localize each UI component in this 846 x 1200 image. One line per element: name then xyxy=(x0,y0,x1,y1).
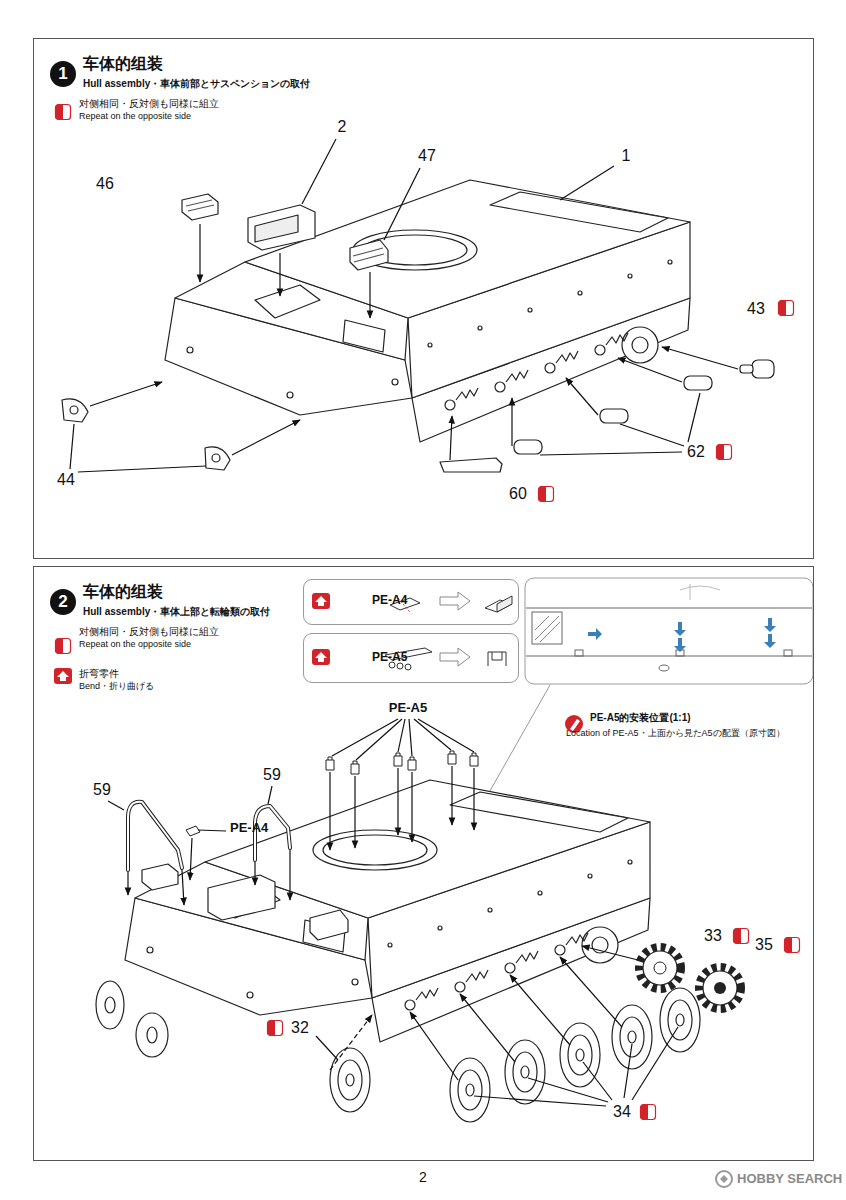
photo-etch-box: PE-A5 xyxy=(303,633,519,683)
callout-number: 34 xyxy=(613,1103,631,1121)
callout-number: 46 xyxy=(96,175,114,193)
photo-etch-box: PE-A4 xyxy=(303,579,519,625)
note-text: Bend・折り曲げる xyxy=(79,682,154,692)
note-text: Repeat on the opposite side xyxy=(79,112,191,122)
page-number: 2 xyxy=(419,1170,427,1185)
step-panel: 2 车体的组装 Hull assembly・車体上部と転輪類の取付对侧相同・反対側も… xyxy=(33,566,814,1161)
callout-number: 59 xyxy=(263,766,281,784)
note-text: 对侧相同・反対側も同様に組立 xyxy=(79,98,219,109)
callout-number: 47 xyxy=(418,147,436,165)
callout-number: 2 xyxy=(338,118,347,136)
callout-number: 60 xyxy=(509,485,527,503)
callout-number: 43 xyxy=(747,300,765,318)
step-number: 2 xyxy=(50,589,76,615)
part-label: PE-A5 xyxy=(389,701,427,715)
step-title: 车体的组装 xyxy=(83,55,163,73)
callout-number: 59 xyxy=(93,781,111,799)
step-title: 车体的组装 xyxy=(83,583,163,601)
step-panel: 1 车体的组装 Hull assembly・車体前部とサスペンションの取付对侧相同・… xyxy=(33,38,814,559)
part-label: PE-A4 xyxy=(372,594,407,607)
note-text: 对侧相同・反対側も同様に組立 xyxy=(79,626,219,637)
callout-number: 1 xyxy=(622,147,631,165)
callout-number: 44 xyxy=(57,471,75,489)
step-number: 1 xyxy=(50,61,76,87)
note-text: 折弯零件 xyxy=(79,668,119,679)
watermark: HOBBY SEARCH xyxy=(737,1172,842,1186)
step-subtitle: Hull assembly・車体前部とサスペンションの取付 xyxy=(83,78,310,89)
callout-number: 62 xyxy=(687,443,705,461)
callout-number: 35 xyxy=(755,936,773,954)
note-text: Location of PE-A5・上面から見たA5の配置（原寸図） xyxy=(566,729,785,739)
part-label: PE-A5 xyxy=(372,651,407,664)
step-subtitle: Hull assembly・車体上部と転輪類の取付 xyxy=(83,606,270,617)
note-text: Repeat on the opposite side xyxy=(79,640,191,650)
part-label: PE-A4 xyxy=(230,821,268,835)
callout-number: 32 xyxy=(291,1019,309,1037)
note-text: PE-A5的安装位置(1:1) xyxy=(590,712,691,723)
callout-number: 33 xyxy=(704,927,722,945)
